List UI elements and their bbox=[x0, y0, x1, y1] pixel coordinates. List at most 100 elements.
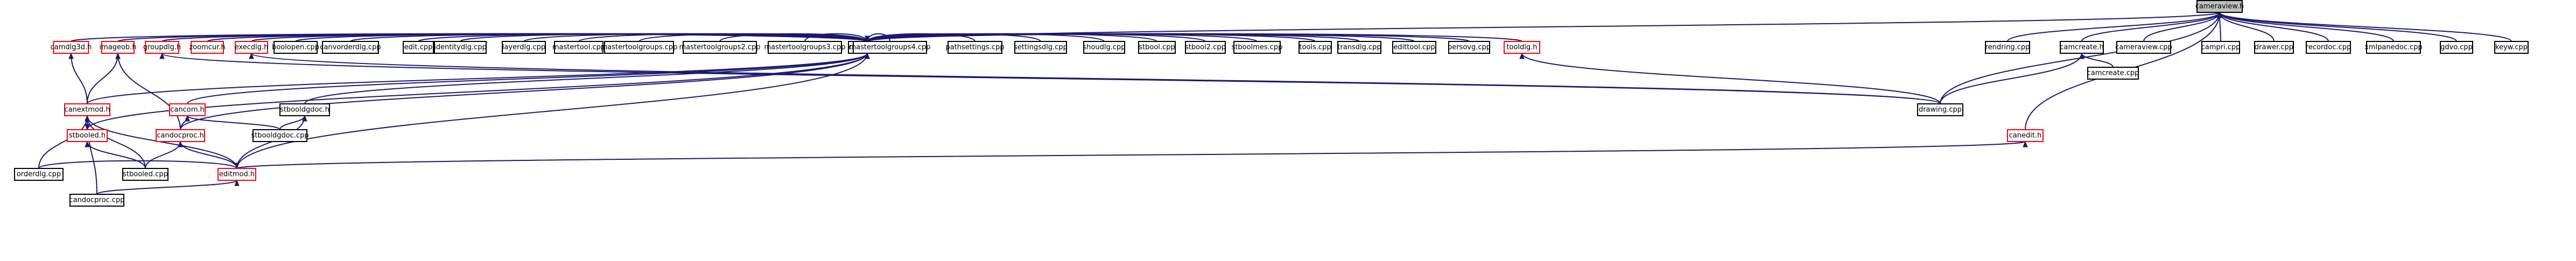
node-cameraview-h[interactable]: cameraview.h bbox=[2195, 0, 2244, 13]
node-editmod-h[interactable]: editmod.h bbox=[217, 168, 256, 181]
node-box bbox=[947, 41, 1002, 54]
edge-drawing_cpp-to-camcreate_h bbox=[1940, 53, 2082, 104]
edge-recordoc_cpp-to-cameraview_h bbox=[2219, 12, 2329, 42]
node-imageob-h[interactable]: imageob.h bbox=[99, 41, 137, 54]
node-boolopen-cpp[interactable]: boolopen.cpp bbox=[272, 41, 319, 54]
edge-stbooled_cpp-to-canextmod_h bbox=[87, 115, 146, 169]
node-layerdlg-cpp[interactable]: layerdlg.cpp bbox=[502, 41, 546, 54]
node-execdlg-h[interactable]: execdlg.h bbox=[235, 41, 269, 54]
node-box bbox=[2196, 0, 2243, 13]
edge-canextmod_h-to-imageob_h bbox=[87, 53, 118, 104]
edge-cameraview_cpp-to-cameraview_h bbox=[2143, 12, 2220, 42]
node-stboolmes-cpp[interactable]: stboolmes.cpp bbox=[1232, 41, 1283, 54]
node-edit-cpp[interactable]: edit.cpp bbox=[403, 41, 434, 54]
node-box bbox=[2254, 41, 2294, 54]
edge-stbooldgdoc_h-to-camrend_h bbox=[304, 53, 868, 104]
node-box bbox=[69, 194, 124, 207]
arrowhead-editmod_h-to-candocproc_h bbox=[178, 140, 183, 147]
node-drawer-cpp[interactable]: drawer.cpp bbox=[2254, 41, 2294, 54]
node-canextmod-h[interactable]: canextmod.h bbox=[64, 103, 110, 116]
node-zoomcur-h[interactable]: zoomcur.h bbox=[189, 41, 226, 54]
node-camdlg3d-h[interactable]: camdlg3d.h bbox=[51, 41, 92, 54]
node-tooldlg-h[interactable]: tooldlg.h bbox=[1504, 41, 1540, 54]
arrowhead-canedit_h-to-cameraview_h bbox=[2217, 11, 2222, 18]
arrowhead-drawing_cpp-to-tooldlg_h bbox=[1519, 52, 1525, 59]
node-transdlg-cpp[interactable]: transdlg.cpp bbox=[1337, 41, 1381, 54]
node-box bbox=[1504, 41, 1540, 54]
edge-camcreate_h-to-cameraview_h bbox=[2081, 12, 2220, 42]
edge-editmod_h-to-canedit_h bbox=[236, 141, 2026, 169]
node-label: transdlg.cpp bbox=[1337, 44, 1381, 52]
node-box bbox=[1014, 41, 1067, 54]
node-persovg-cpp[interactable]: persovg.cpp bbox=[1448, 41, 1491, 54]
node-label: stbool.cpp bbox=[1139, 44, 1175, 52]
node-edittool-cpp[interactable]: edittool.cpp bbox=[1392, 41, 1436, 54]
node-label: editmod.h bbox=[219, 171, 255, 179]
node-stbooled-h[interactable]: stbooled.h bbox=[67, 129, 108, 142]
node-stbooled-cpp[interactable]: stbooled.cpp bbox=[122, 168, 169, 181]
node-box bbox=[64, 103, 110, 116]
node-settingsdlg-cpp[interactable]: settingsdlg.cpp bbox=[1014, 41, 1068, 54]
node-cameraview-cpp[interactable]: cameraview.cpp bbox=[2115, 41, 2172, 54]
node-box bbox=[502, 41, 546, 54]
node-candocproc-cpp[interactable]: candocproc.cpp bbox=[69, 194, 125, 207]
node-mastertoolgroups2-cpp[interactable]: mastertoolgroups2.cpp bbox=[679, 41, 761, 54]
node-cancom-h[interactable]: cancom.h bbox=[169, 103, 206, 116]
node-label: stbooldgdoc.cpp bbox=[251, 132, 308, 140]
node-canedit-h[interactable]: canedit.h bbox=[2007, 129, 2044, 142]
arrowhead-drawing_cpp-to-camcreate_h bbox=[2079, 52, 2084, 59]
node-label: keyw.cpp bbox=[2495, 44, 2528, 52]
node-label: mastertoolgroups4.cpp bbox=[849, 44, 930, 52]
node-box bbox=[2494, 41, 2529, 54]
node-canvorderdlg-cpp[interactable]: canvorderdlg.cpp bbox=[320, 41, 381, 54]
node-stbool2-cpp[interactable]: stbool2.cpp bbox=[1185, 41, 1226, 54]
node-label: mastertool.cpp bbox=[552, 44, 605, 52]
node-orderdlg-cpp[interactable]: orderdlg.cpp bbox=[14, 168, 64, 181]
node-mastertool-cpp[interactable]: mastertool.cpp bbox=[552, 41, 605, 54]
node-tools-cpp[interactable]: tools.cpp bbox=[1298, 41, 1332, 54]
arrowhead-candocproc_cpp-to-editmod_h bbox=[234, 179, 240, 186]
node-box bbox=[434, 41, 487, 54]
node-box bbox=[1233, 41, 1281, 54]
node-label: canvorderdlg.cpp bbox=[320, 44, 381, 52]
node-stbooldgdoc-cpp[interactable]: stbooldgdoc.cpp bbox=[251, 129, 309, 142]
node-camcreate-cpp[interactable]: camcreate.cpp bbox=[2087, 67, 2139, 80]
node-box bbox=[1185, 41, 1226, 54]
node-identitydlg-cpp[interactable]: identitydlg.cpp bbox=[434, 41, 487, 54]
node-stbooldgdoc-h[interactable]: stbooldgdoc.h bbox=[279, 103, 330, 116]
node-keyw-cpp[interactable]: keyw.cpp bbox=[2494, 41, 2529, 54]
node-candocproc-h[interactable]: candocproc.h bbox=[156, 129, 205, 142]
node-label: candocproc.cpp bbox=[69, 196, 125, 204]
node-label: settingsdlg.cpp bbox=[1014, 44, 1068, 52]
node-label: zoomcur.h bbox=[189, 44, 225, 52]
node-box bbox=[1337, 41, 1381, 54]
arrowhead-drawing_cpp-to-execdlg_h bbox=[249, 52, 254, 59]
node-mastertoolgroups3-cpp[interactable]: mastertoolgroups3.cpp bbox=[764, 41, 846, 54]
node-label: camcreate.cpp bbox=[2087, 69, 2139, 77]
node-campri-cpp[interactable]: campri.cpp bbox=[2201, 41, 2241, 54]
node-recordoc-cpp[interactable]: recordoc.cpp bbox=[2306, 41, 2351, 54]
node-mastertoolgroups-cpp[interactable]: mastertoolgroups.cpp bbox=[601, 41, 678, 54]
node-box bbox=[1392, 41, 1436, 54]
node-gdvo-cpp[interactable]: gdvo.cpp bbox=[2440, 41, 2473, 54]
node-box bbox=[156, 129, 205, 142]
node-label: canextmod.h bbox=[64, 106, 110, 114]
edge-orderdlg_cpp-to-editmod_h bbox=[38, 160, 237, 169]
node-box bbox=[2366, 41, 2421, 54]
node-box bbox=[122, 168, 169, 181]
node-stbool-cpp[interactable]: stbool.cpp bbox=[1138, 41, 1176, 54]
node-drawing-cpp[interactable]: drawing.cpp bbox=[1917, 103, 1963, 116]
node-box bbox=[403, 41, 434, 54]
node-pathsettings-cpp[interactable]: pathsettings.cpp bbox=[945, 41, 1005, 54]
node-box bbox=[2060, 41, 2104, 54]
node-box bbox=[768, 41, 842, 54]
edge-stbooled_h-to-camrend_h bbox=[87, 53, 868, 130]
node-groupdlg-h[interactable]: groupdlg.h bbox=[143, 41, 181, 54]
node-rendring-cpp[interactable]: rendring.cpp bbox=[1985, 41, 2030, 54]
node-camcreate-h[interactable]: camcreate.h bbox=[2060, 41, 2104, 54]
node-mastertoolgroups4-cpp[interactable]: mastertoolgroups4.cpp bbox=[849, 41, 931, 54]
node-box bbox=[554, 41, 603, 54]
node-xmlpanedoc-cpp[interactable]: xmlpanedoc.cpp bbox=[2364, 41, 2423, 54]
node-label: camcreate.h bbox=[2060, 44, 2103, 52]
node-shoudlg-cpp[interactable]: shoudlg.cpp bbox=[1083, 41, 1126, 54]
